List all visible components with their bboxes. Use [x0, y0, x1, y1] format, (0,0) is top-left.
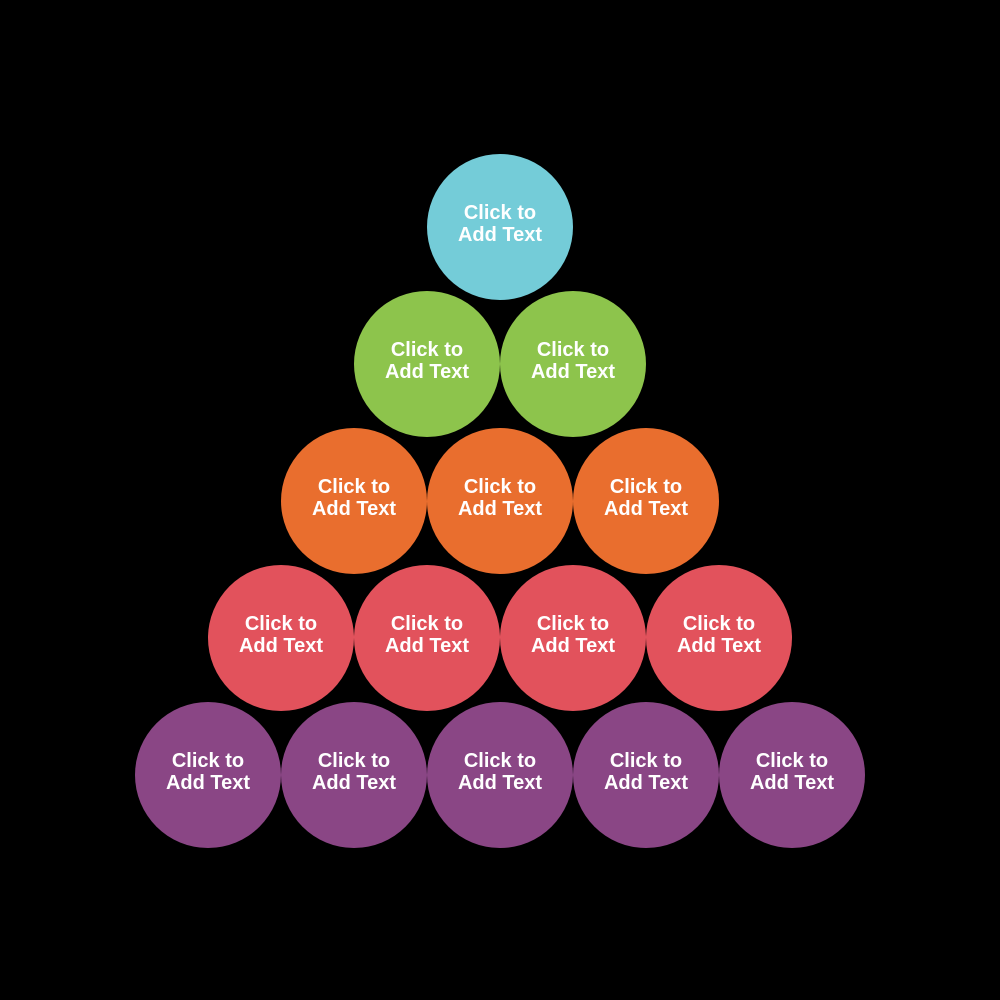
- circle-node-r2c2[interactable]: Click to Add Text: [500, 291, 646, 437]
- circle-node-r4c4[interactable]: Click to Add Text: [646, 565, 792, 711]
- circle-node-r3c1[interactable]: Click to Add Text: [281, 428, 427, 574]
- circle-node-r4c2[interactable]: Click to Add Text: [354, 565, 500, 711]
- circle-node-r5c5[interactable]: Click to Add Text: [719, 702, 865, 848]
- node-label: Click to Add Text: [384, 339, 470, 383]
- circle-node-r2c1[interactable]: Click to Add Text: [354, 291, 500, 437]
- circle-node-r5c4[interactable]: Click to Add Text: [573, 702, 719, 848]
- node-label: Click to Add Text: [238, 613, 324, 657]
- node-label: Click to Add Text: [530, 339, 616, 383]
- node-label: Click to Add Text: [311, 750, 397, 794]
- circle-node-r5c3[interactable]: Click to Add Text: [427, 702, 573, 848]
- pyramid-row-1: Click to Add Text: [0, 154, 1000, 300]
- node-label: Click to Add Text: [457, 476, 543, 520]
- node-label: Click to Add Text: [749, 750, 835, 794]
- pyramid-row-4: Click to Add Text Click to Add Text Clic…: [0, 565, 1000, 711]
- node-label: Click to Add Text: [384, 613, 470, 657]
- node-label: Click to Add Text: [165, 750, 251, 794]
- circle-pyramid: Click to Add Text Click to Add Text Clic…: [0, 154, 1000, 848]
- node-label: Click to Add Text: [457, 750, 543, 794]
- node-label: Click to Add Text: [457, 202, 543, 246]
- node-label: Click to Add Text: [603, 476, 689, 520]
- circle-node-r4c3[interactable]: Click to Add Text: [500, 565, 646, 711]
- node-label: Click to Add Text: [676, 613, 762, 657]
- circle-node-r5c2[interactable]: Click to Add Text: [281, 702, 427, 848]
- circle-node-r3c2[interactable]: Click to Add Text: [427, 428, 573, 574]
- circle-node-r5c1[interactable]: Click to Add Text: [135, 702, 281, 848]
- node-label: Click to Add Text: [603, 750, 689, 794]
- circle-node-r3c3[interactable]: Click to Add Text: [573, 428, 719, 574]
- node-label: Click to Add Text: [311, 476, 397, 520]
- circle-node-r1c1[interactable]: Click to Add Text: [427, 154, 573, 300]
- pyramid-row-2: Click to Add Text Click to Add Text: [0, 291, 1000, 437]
- circle-node-r4c1[interactable]: Click to Add Text: [208, 565, 354, 711]
- node-label: Click to Add Text: [530, 613, 616, 657]
- pyramid-row-5: Click to Add Text Click to Add Text Clic…: [0, 702, 1000, 848]
- pyramid-row-3: Click to Add Text Click to Add Text Clic…: [0, 428, 1000, 574]
